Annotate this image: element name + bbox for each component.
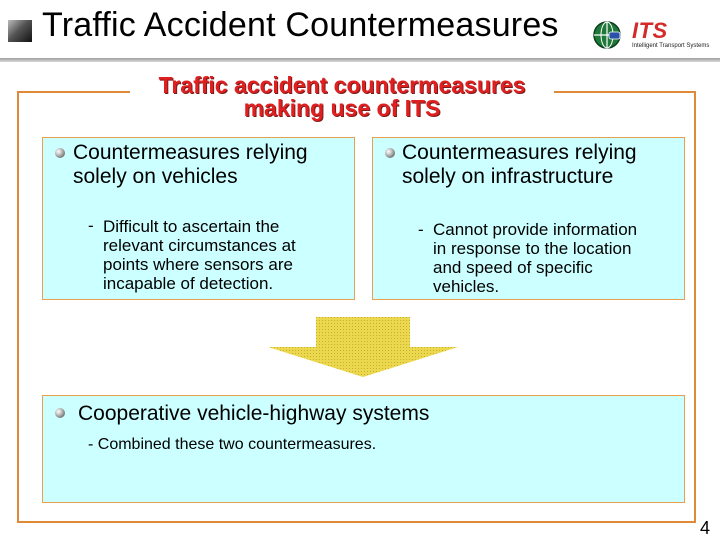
- infrastructure-heading-line-1: Countermeasures relying: [402, 141, 637, 164]
- slide-title: Traffic Accident Countermeasures: [42, 6, 559, 44]
- infrastructure-detail-line-3: and speed of specific: [433, 258, 593, 277]
- page-number: 4: [700, 518, 711, 538]
- logo-subtitle: Intelligent Transport Systems: [632, 43, 710, 49]
- vehicle-dash: -: [88, 216, 94, 235]
- vehicle-countermeasures-box: Countermeasures relying solely on vehicl…: [42, 137, 355, 300]
- infrastructure-countermeasures-box: Countermeasures relying solely on infras…: [372, 137, 685, 300]
- infrastructure-heading-line-2: solely on infrastructure: [402, 165, 614, 188]
- cooperative-heading: Cooperative vehicle-highway systems: [78, 402, 430, 425]
- vehicle-detail-line-2: relevant circumstances at: [103, 236, 296, 255]
- vehicle-heading-line-1: Countermeasures relying: [73, 141, 308, 164]
- infrastructure-dash: -: [418, 220, 424, 239]
- vehicle-detail: Difficult to ascertain the relevant circ…: [103, 217, 296, 293]
- cooperative-detail: - Combined these two countermeasures.: [88, 436, 377, 453]
- frame-heading: Traffic accident countermeasures making …: [130, 74, 554, 120]
- infrastructure-detail-line-4: vehicles.: [433, 277, 500, 296]
- vehicle-detail-line-3: points where sensors are: [103, 255, 293, 274]
- header-divider: [0, 58, 720, 62]
- infrastructure-heading: Countermeasures relying solely on infras…: [402, 141, 637, 189]
- vehicle-detail-line-4: incapable of detection.: [103, 274, 274, 293]
- vehicle-heading-line-2: solely on vehicles: [73, 165, 238, 188]
- frame-heading-line-2: making use of ITS: [243, 95, 441, 121]
- title-bullet-icon: [8, 20, 32, 42]
- vehicle-heading: Countermeasures relying solely on vehicl…: [73, 141, 308, 189]
- bullet-icon: [55, 148, 65, 158]
- infrastructure-detail: Cannot provide information in response t…: [433, 220, 637, 296]
- frame-heading-line-1: Traffic accident countermeasures: [158, 72, 526, 98]
- logo-text: ITS: [632, 18, 668, 43]
- cooperative-systems-box: Cooperative vehicle-highway systems - Co…: [42, 395, 685, 503]
- bullet-icon: [385, 148, 395, 158]
- bullet-icon: [55, 408, 65, 418]
- vehicle-detail-line-1: Difficult to ascertain the: [103, 217, 280, 236]
- infrastructure-detail-line-1: Cannot provide information: [433, 220, 638, 239]
- down-arrow-icon: [268, 317, 458, 377]
- infrastructure-detail-line-2: in response to the location: [433, 239, 632, 258]
- its-logo: ITS Intelligent Transport Systems: [592, 16, 716, 56]
- globe-icon: [593, 21, 621, 49]
